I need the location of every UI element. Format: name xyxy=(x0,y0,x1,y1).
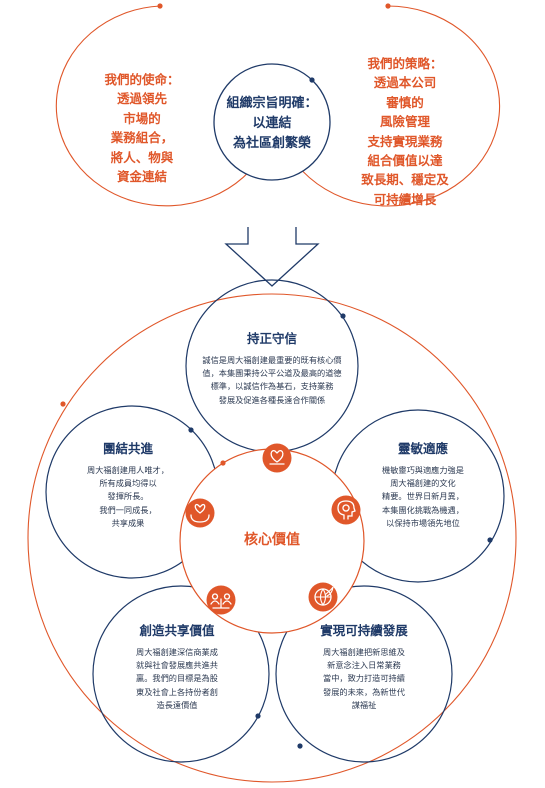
agility-badge xyxy=(331,495,361,525)
shared-value-line: 東及社會上各持份者創 xyxy=(136,686,218,697)
purpose-line: 為社區創繁榮 xyxy=(232,136,311,152)
sustainable-circle-dot xyxy=(297,743,303,749)
strategy-title: 我們的策略： xyxy=(367,56,443,71)
down-arrow xyxy=(224,227,320,287)
purpose-line: 組織宗旨明確： xyxy=(226,96,318,111)
agility-text: 靈敏適應 機敏靈巧與適應力強是 周大福創建的文化 精要。世界日新月異， 本集團化… xyxy=(360,440,486,530)
shared-value-line: 就與社會發展應共進共 xyxy=(136,660,218,671)
shared-value-circle-dot xyxy=(255,713,261,719)
strategy-line: 組合價值以達 xyxy=(367,152,443,168)
sustainable-circle xyxy=(275,585,453,763)
head-gear-icon xyxy=(337,500,356,520)
strategy-circle-end-dot xyxy=(385,3,391,9)
sustainable-line: 當中，致力打造可持續 xyxy=(323,673,405,684)
strategy-line: 可持續增長 xyxy=(373,191,437,207)
unity-circle-dot xyxy=(188,427,194,433)
outer-circle-dot xyxy=(60,401,66,407)
agility-line: 本集團化挑戰為機遇， xyxy=(382,504,464,515)
sustainable-line: 發展的未來，為新世代 xyxy=(323,686,405,697)
sustainable-line: 謀福祉 xyxy=(351,699,377,710)
strategy-line: 支持實現業務 xyxy=(367,133,443,149)
purpose-line: 以連結 xyxy=(252,116,292,132)
mission-title: 我們的使命： xyxy=(104,72,180,87)
agility-line: 機敏靈巧與適應力強是 xyxy=(382,465,464,476)
unity-title: 團結共進 xyxy=(102,441,153,456)
shared-value-line: 贏。我們的目標是為股 xyxy=(136,673,218,684)
mission-line: 資金連結 xyxy=(116,168,167,184)
shared-value-title: 創造共享價值 xyxy=(139,623,215,638)
unity-text: 團結共進 周大福創建用人唯才， 所有成員均得以 發揮所長。 我們一同成長， 共享… xyxy=(68,440,188,530)
strategy-line: 風險管理 xyxy=(379,114,430,130)
purpose-circle xyxy=(213,63,331,181)
strategy-circle xyxy=(286,5,501,207)
core-circle-dot xyxy=(220,460,226,466)
hands-heart-icon xyxy=(190,503,210,523)
sustainable-line: 周大福創建把新思維及 xyxy=(323,647,405,658)
outer-circle xyxy=(27,293,517,783)
mission-line: 將人、物與 xyxy=(110,149,174,165)
integrity-text: 持正守信 誠信是周大福創建最重要的既有核心價 值，本集團秉持公平公道及最高的道德… xyxy=(182,330,362,407)
strategy-line: 致長期、穩定及 xyxy=(361,172,449,188)
strategy-text: 我們的策略： 透過本公司 審慎的 風險管理 支持實現業務 組合價值以達 致長期、… xyxy=(330,54,480,209)
unity-line: 發揮所長。 xyxy=(107,491,149,502)
unity-line: 共享成果 xyxy=(111,517,145,528)
integrity-line: 值，本集團秉持公平公道及最高的道德 xyxy=(202,368,342,379)
shared-value-line: 周大福創建深信商業成 xyxy=(136,647,218,658)
shared-value-line: 造長遠價值 xyxy=(156,699,198,710)
sustainable-badge xyxy=(308,582,338,612)
unity-line: 所有成員均得以 xyxy=(99,478,157,489)
mission-line: 業務組合， xyxy=(110,130,174,146)
shared-value-badge xyxy=(206,585,236,615)
integrity-line: 標準，以誠信作為基石，支持業務 xyxy=(210,381,334,392)
purpose-text: 組織宗旨明確： 以連結 為社區創繁榮 xyxy=(218,94,326,154)
integrity-badge xyxy=(262,443,292,473)
mission-text: 我們的使命： 透過領先 市場的 業務組合， 將人、物與 資金連結 xyxy=(74,70,210,186)
shared-value-text: 創造共享價值 周大福創建深信商業成 就與社會發展應共進共 贏。我們的目標是為股 … xyxy=(112,622,242,712)
shared-value-circle xyxy=(92,585,270,763)
mission-line: 透過領先 xyxy=(116,91,167,107)
sustainable-line: 新意念注入日常業務 xyxy=(327,660,401,671)
unity-line: 周大福創建用人唯才， xyxy=(87,465,169,476)
sustainable-text: 實現可持續發展 周大福創建把新思維及 新意念注入日常業務 當中，致力打造可持續 … xyxy=(298,622,430,712)
agility-title: 靈敏適應 xyxy=(397,441,448,456)
core-label: 核心價值 xyxy=(244,532,300,548)
strategy-line: 審慎的 xyxy=(386,94,424,110)
integrity-circle-dot xyxy=(340,313,346,319)
integrity-title: 持正守信 xyxy=(246,331,297,346)
mission-circle-end-dot xyxy=(157,3,163,9)
people-network-icon xyxy=(210,593,232,609)
agility-line: 精要。世界日新月異， xyxy=(382,491,464,502)
unity-line: 我們一同成長， xyxy=(99,504,157,515)
handshake-heart-icon xyxy=(269,450,285,465)
unity-badge xyxy=(185,498,215,528)
agility-line: 周大福創建的文化 xyxy=(390,478,456,489)
agility-line: 以保持市場領先地位 xyxy=(386,517,460,528)
integrity-line: 發展及促進各種長遠合作關係 xyxy=(218,394,326,405)
mission-line: 市場的 xyxy=(123,110,161,126)
strategy-line: 透過本公司 xyxy=(373,75,437,91)
purpose-circle-dot xyxy=(309,77,315,83)
agility-circle-dot xyxy=(487,537,493,543)
integrity-line: 誠信是周大福創建最重要的既有核心價 xyxy=(202,355,342,366)
mission-circle xyxy=(55,5,266,207)
sustainable-title: 實現可持續發展 xyxy=(320,623,408,638)
